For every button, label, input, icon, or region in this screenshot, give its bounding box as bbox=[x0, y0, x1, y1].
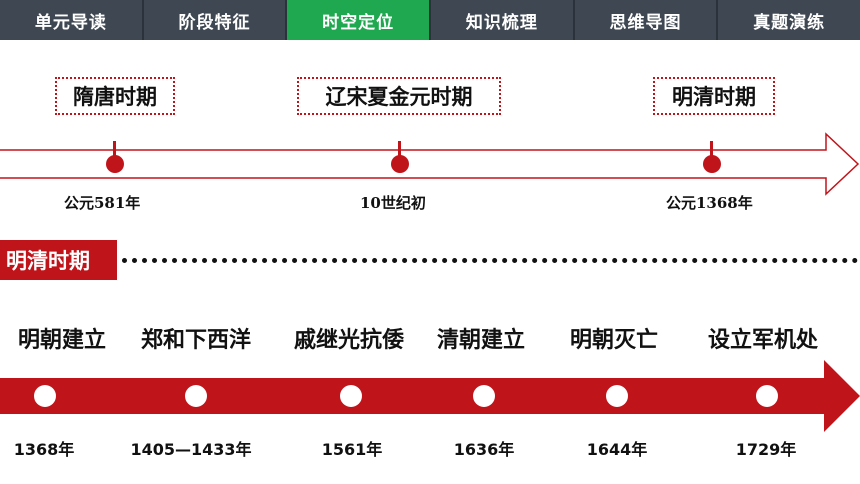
bottom-timeline-arrow bbox=[0, 360, 860, 432]
event-label: 明朝建立 bbox=[17, 328, 107, 353]
year-label: 1636年 bbox=[453, 440, 515, 459]
period-sui-tang: 隋唐时期 bbox=[55, 77, 175, 115]
tab-mind-map[interactable]: 思维导图 bbox=[575, 0, 719, 40]
event-dot bbox=[340, 385, 362, 407]
tab-unit-intro[interactable]: 单元导读 bbox=[0, 0, 144, 40]
dotted-divider bbox=[122, 258, 858, 263]
tab-stage-features[interactable]: 阶段特征 bbox=[144, 0, 288, 40]
period-liao-song-xia-jin-yuan: 辽宋夏金元时期 bbox=[297, 77, 501, 115]
timeline-dot bbox=[106, 155, 124, 173]
date-label: 公元1368年 bbox=[666, 194, 753, 212]
year-label: 1368年 bbox=[13, 440, 75, 459]
tick-marker bbox=[710, 141, 713, 157]
year-label: 1729年 bbox=[735, 440, 797, 459]
event-label: 郑和下西洋 bbox=[140, 328, 252, 353]
year-label: 1405—1433年 bbox=[130, 440, 252, 459]
event-dot bbox=[606, 385, 628, 407]
tab-exam-practice[interactable]: 真题演练 bbox=[753, 12, 826, 33]
event-label: 清朝建立 bbox=[436, 328, 526, 353]
event-label: 明朝灭亡 bbox=[569, 328, 659, 353]
event-label: 设立军机处 bbox=[707, 328, 819, 353]
tick-marker bbox=[113, 141, 116, 157]
event-dot bbox=[473, 385, 495, 407]
timeline-dot bbox=[703, 155, 721, 173]
tab-knowledge[interactable]: 知识梳理 bbox=[431, 0, 575, 40]
period-ming-qing: 明清时期 bbox=[653, 77, 775, 115]
event-dot bbox=[34, 385, 56, 407]
date-label: 10世纪初 bbox=[360, 194, 426, 212]
section-label: 明清时期 bbox=[0, 240, 117, 280]
tick-marker bbox=[398, 141, 401, 157]
year-label: 1561年 bbox=[321, 440, 383, 459]
tab-time-space[interactable]: 时空定位 bbox=[287, 0, 432, 40]
tab-bar: 单元导读 阶段特征 时空定位 知识梳理 思维导图 真题演练 bbox=[0, 0, 860, 40]
date-label: 公元581年 bbox=[64, 194, 141, 212]
top-timeline-arrow bbox=[0, 132, 860, 196]
event-dot bbox=[185, 385, 207, 407]
timeline-dot bbox=[391, 155, 409, 173]
event-dot bbox=[756, 385, 778, 407]
event-label: 戚继光抗倭 bbox=[293, 328, 405, 353]
year-label: 1644年 bbox=[586, 440, 648, 459]
